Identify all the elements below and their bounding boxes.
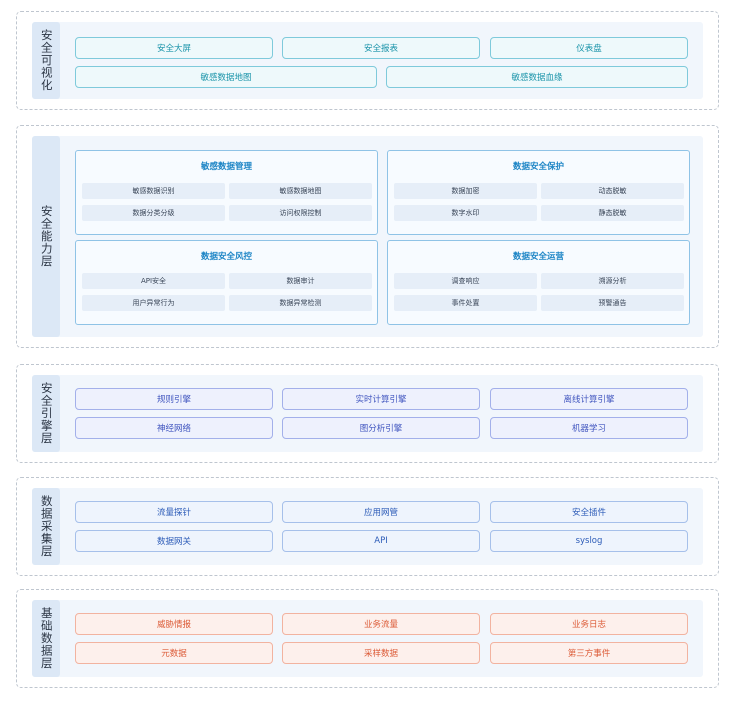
item-business-log: 业务日志 xyxy=(490,613,688,635)
cell: 预警通告 xyxy=(541,295,684,311)
item-traffic-probe: 流量探针 xyxy=(75,501,273,523)
panel-title: 数据安全保护 xyxy=(512,162,564,172)
item-security-screen: 安全大屏 xyxy=(75,37,273,59)
layer-capability: 安全能力层 敏感数据管理 敏感数据识别 敏感数据地图 数据分类分级 访问权限控制… xyxy=(16,125,719,348)
cell: 事件处置 xyxy=(394,295,537,311)
layer-engine-label-text: 安全引擎层 xyxy=(39,382,54,445)
item-metadata: 元数据 xyxy=(75,642,273,664)
item-sensitive-data-map: 敏感数据地图 xyxy=(75,66,377,88)
layer-base-data-label-text: 基础数据层 xyxy=(39,607,54,670)
layer-base-data-inner: 基础数据层 威胁情报 业务流量 业务日志 元数据 采样数据 第三方事件 xyxy=(32,600,703,677)
layer-visualization-body: 安全大屏 安全报表 仪表盘 敏感数据地图 敏感数据血缘 xyxy=(75,22,688,99)
layer-base-data: 基础数据层 威胁情报 业务流量 业务日志 元数据 采样数据 第三方事件 xyxy=(16,589,719,688)
panel-data-security-protection: 数据安全保护 数据加密 动态脱敏 数字水印 静态脱敏 xyxy=(387,150,690,235)
cell: 数字水印 xyxy=(394,205,537,221)
item-sensitive-data-lineage: 敏感数据血缘 xyxy=(386,66,688,88)
layer-base-data-label: 基础数据层 xyxy=(32,600,60,677)
layer-visualization-label-text: 安全可视化 xyxy=(39,29,54,92)
panel-sensitive-data-management: 敏感数据管理 敏感数据识别 敏感数据地图 数据分类分级 访问权限控制 xyxy=(75,150,378,235)
item-rule-engine: 规则引擎 xyxy=(75,388,273,410)
panel-title: 数据安全风控 xyxy=(200,252,252,262)
layer-visualization: 安全可视化 安全大屏 安全报表 仪表盘 敏感数据地图 敏感数据血缘 xyxy=(16,11,719,110)
panel-data-security-risk-control: 数据安全风控 API安全 数据审计 用户异常行为 数据异常检测 xyxy=(75,240,378,325)
layer-visualization-label: 安全可视化 xyxy=(32,22,60,99)
cell: 访问权限控制 xyxy=(229,205,372,221)
item-neural-network: 神经网络 xyxy=(75,417,273,439)
item-app-gateway: 应用网管 xyxy=(282,501,480,523)
item-machine-learning: 机器学习 xyxy=(490,417,688,439)
item-graph-engine: 图分析引擎 xyxy=(282,417,480,439)
item-dashboard: 仪表盘 xyxy=(490,37,688,59)
cell: 溯源分析 xyxy=(541,273,684,289)
cell: 调查响应 xyxy=(394,273,537,289)
item-realtime-engine: 实时计算引擎 xyxy=(282,388,480,410)
panel-title: 数据安全运营 xyxy=(512,252,564,262)
item-threat-intel: 威胁情报 xyxy=(75,613,273,635)
cell: 数据加密 xyxy=(394,183,537,199)
item-security-report: 安全报表 xyxy=(282,37,480,59)
item-third-party-event: 第三方事件 xyxy=(490,642,688,664)
layer-capability-body: 敏感数据管理 敏感数据识别 敏感数据地图 数据分类分级 访问权限控制 数据安全保… xyxy=(75,136,690,337)
cell: 数据审计 xyxy=(229,273,372,289)
panel-data-security-operations: 数据安全运营 调查响应 溯源分析 事件处置 预警通告 xyxy=(387,240,690,325)
layer-collection-body: 流量探针 应用网管 安全插件 数据网关 API syslog xyxy=(75,488,688,565)
item-business-traffic: 业务流量 xyxy=(282,613,480,635)
layer-base-data-body: 威胁情报 业务流量 业务日志 元数据 采样数据 第三方事件 xyxy=(75,600,688,677)
cell: API安全 xyxy=(82,273,225,289)
layer-collection: 数据采集层 流量探针 应用网管 安全插件 数据网关 API syslog xyxy=(16,477,719,576)
item-api: API xyxy=(282,530,480,552)
cell: 动态脱敏 xyxy=(541,183,684,199)
layer-collection-label-text: 数据采集层 xyxy=(39,495,54,558)
panel-title: 敏感数据管理 xyxy=(200,162,252,172)
layer-collection-label: 数据采集层 xyxy=(32,488,60,565)
cell: 数据分类分级 xyxy=(82,205,225,221)
layer-collection-inner: 数据采集层 流量探针 应用网管 安全插件 数据网关 API syslog xyxy=(32,488,703,565)
item-sample-data: 采样数据 xyxy=(282,642,480,664)
layer-capability-label: 安全能力层 xyxy=(32,136,60,337)
item-offline-engine: 离线计算引擎 xyxy=(490,388,688,410)
layer-engine-body: 规则引擎 实时计算引擎 离线计算引擎 神经网络 图分析引擎 机器学习 xyxy=(75,375,688,452)
cell: 用户异常行为 xyxy=(82,295,225,311)
cell: 静态脱敏 xyxy=(541,205,684,221)
item-syslog: syslog xyxy=(490,530,688,552)
layer-capability-inner: 安全能力层 敏感数据管理 敏感数据识别 敏感数据地图 数据分类分级 访问权限控制… xyxy=(32,136,703,337)
layer-visualization-inner: 安全可视化 安全大屏 安全报表 仪表盘 敏感数据地图 敏感数据血缘 xyxy=(32,22,703,99)
cell: 敏感数据地图 xyxy=(229,183,372,199)
layer-engine-label: 安全引擎层 xyxy=(32,375,60,452)
layer-engine-inner: 安全引擎层 规则引擎 实时计算引擎 离线计算引擎 神经网络 图分析引擎 机器学习 xyxy=(32,375,703,452)
layer-engine: 安全引擎层 规则引擎 实时计算引擎 离线计算引擎 神经网络 图分析引擎 机器学习 xyxy=(16,364,719,463)
item-data-gateway: 数据网关 xyxy=(75,530,273,552)
item-security-plugin: 安全插件 xyxy=(490,501,688,523)
layer-capability-label-text: 安全能力层 xyxy=(39,205,54,268)
cell: 敏感数据识别 xyxy=(82,183,225,199)
cell: 数据异常检测 xyxy=(229,295,372,311)
